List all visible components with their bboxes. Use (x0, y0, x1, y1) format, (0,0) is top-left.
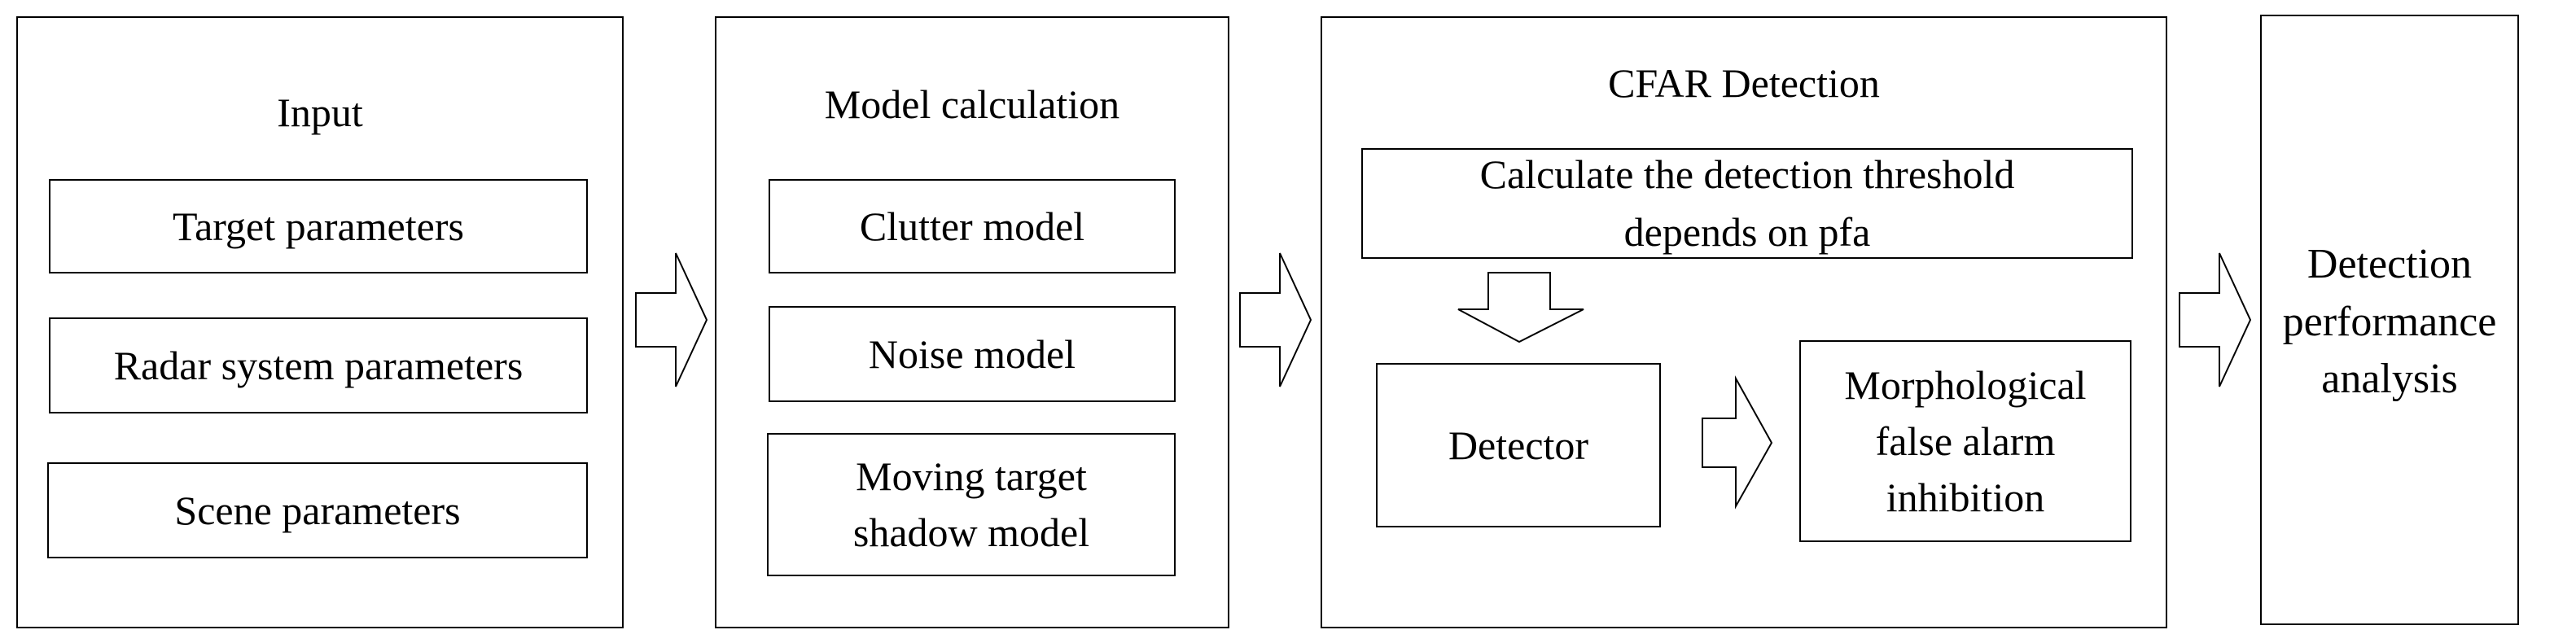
scene-parameters-box: Scene parameters (47, 462, 588, 558)
clutter-model-label: Clutter model (859, 203, 1085, 249)
detector-box: Detector (1376, 363, 1661, 527)
model-calculation-panel: Model calculation Clutter model Noise mo… (715, 16, 1229, 628)
arrow-shape (1702, 375, 1773, 510)
detection-threshold-label: Calculate the detection threshold depend… (1479, 151, 2015, 255)
morphological-false-alarm-inhibition-label: Morphological false alarm inhibition (1844, 361, 2087, 520)
arrow-shape (635, 252, 708, 387)
model-calculation-title: Model calculation (824, 81, 1120, 127)
moving-target-shadow-model-box: Moving target shadow model (767, 433, 1176, 576)
scene-parameters-label: Scene parameters (174, 487, 461, 533)
flow-arrow-detector-to-morphological (1702, 375, 1773, 510)
detection-performance-analysis-label: Detection performance analysis (2282, 241, 2497, 403)
clutter-model-box: Clutter model (769, 179, 1176, 273)
target-parameters-box: Target parameters (49, 179, 588, 273)
flow-arrow-input-to-model (635, 252, 708, 387)
moving-target-shadow-model-label: Moving target shadow model (852, 453, 1090, 555)
morphological-false-alarm-inhibition-box: Morphological false alarm inhibition (1799, 340, 2131, 542)
input-stage-panel: Input Target parameters Radar system par… (16, 16, 624, 628)
noise-model-label: Noise model (868, 330, 1076, 377)
cfar-detection-panel: CFAR Detection Calculate the detection t… (1321, 16, 2167, 628)
radar-system-parameters-label: Radar system parameters (113, 342, 524, 388)
input-stage-title: Input (277, 90, 363, 135)
flow-arrow-cfar-to-analysis (2179, 252, 2252, 387)
radar-system-parameters-box: Radar system parameters (49, 317, 588, 413)
flow-arrow-threshold-to-detector (1457, 272, 1584, 343)
detection-threshold-box: Calculate the detection threshold depend… (1361, 148, 2133, 259)
arrow-shape (1239, 252, 1312, 387)
arrow-shape (1457, 272, 1584, 343)
detection-performance-analysis-box: Detection performance analysis (2260, 15, 2519, 625)
flow-arrow-model-to-cfar (1239, 252, 1312, 387)
cfar-detection-title: CFAR Detection (1608, 60, 1880, 106)
target-parameters-label: Target parameters (173, 203, 464, 249)
arrow-shape (2179, 252, 2252, 387)
noise-model-box: Noise model (769, 306, 1176, 402)
detector-label: Detector (1448, 422, 1589, 468)
